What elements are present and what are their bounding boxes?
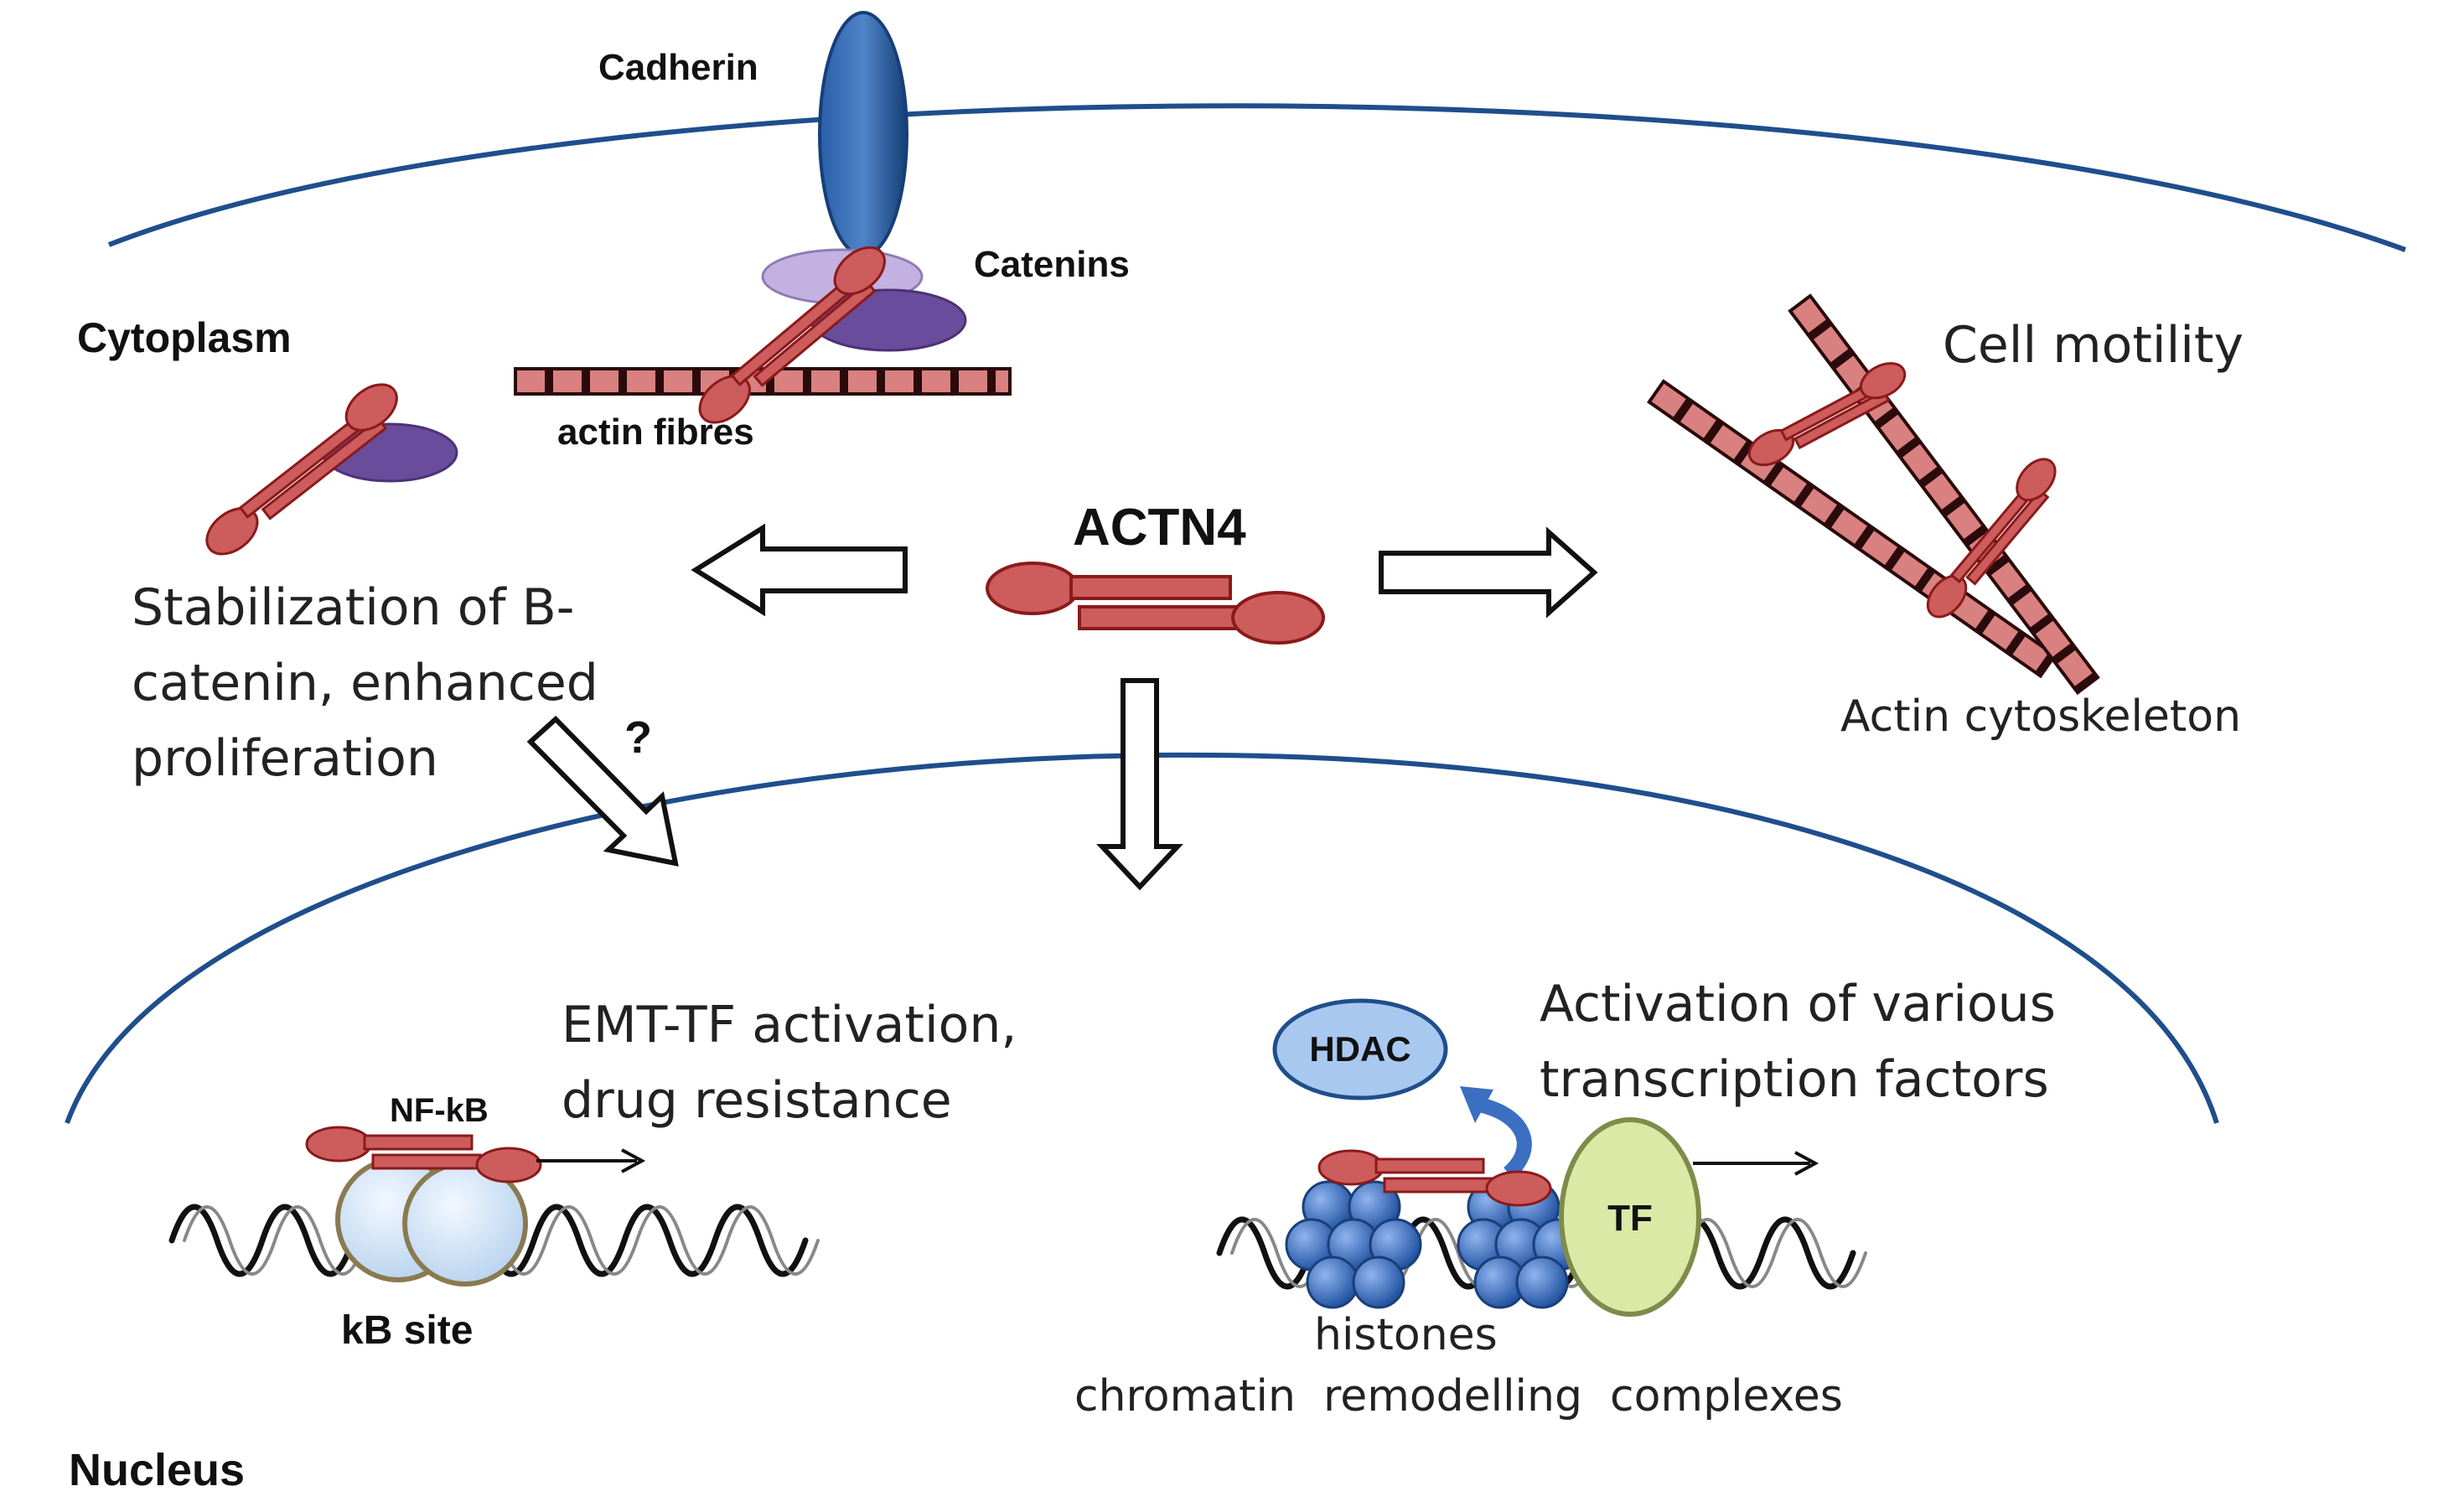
tf-label: TF <box>1607 1198 1653 1239</box>
actin-cytoskeleton-graphic <box>1647 293 2100 696</box>
actn4-title: ACTN4 <box>1073 499 1246 557</box>
nfkb-transcription-arrow <box>536 1148 646 1173</box>
activation-line-1: Activation of various <box>1540 975 2056 1033</box>
actn4-center <box>986 562 1325 645</box>
actn4-histone <box>1317 1149 1552 1207</box>
cadherin-label: Cadherin <box>598 47 758 88</box>
cadherin-shape <box>818 11 908 257</box>
cytoplasm-label: Cytoplasm <box>77 314 292 361</box>
arrow-down <box>1096 678 1183 891</box>
arrow-right <box>1379 526 1598 619</box>
question-mark: ? <box>624 712 652 763</box>
histone-cluster-1 <box>1285 1180 1422 1309</box>
arrow-diagonal <box>526 715 679 867</box>
actn4-nfkb <box>305 1126 542 1183</box>
hdac-arrowhead <box>1460 1086 1493 1123</box>
stabilization-text: Stabilization of B- catenin, enhanced pr… <box>132 578 614 788</box>
actn4-catenin-bound <box>698 246 886 424</box>
hdac-label: HDAC <box>1309 1029 1410 1069</box>
emt-line-2: drug resistance <box>562 1071 952 1130</box>
catenins-label: Catenins <box>974 244 1130 285</box>
activation-text: Activation of various transcription fact… <box>1540 975 2072 1109</box>
tf-shape <box>1559 1117 1701 1317</box>
stabilization-line-1: Stabilization of B- <box>132 578 574 637</box>
cell-membrane <box>107 103 2407 252</box>
tf-transcription-arrow <box>1693 1151 1819 1176</box>
emt-line-1: EMT-TF activation, <box>562 996 1017 1054</box>
kb-site-label: kB site <box>341 1308 473 1353</box>
histones-label: histones <box>1314 1310 1498 1360</box>
stabilization-line-2: catenin, enhanced <box>132 654 598 712</box>
chromatin-label: chromatin remodelling complexes <box>1074 1371 1843 1421</box>
emt-text: EMT-TF activation, drug resistance <box>562 996 1033 1130</box>
arrow-left <box>691 523 908 617</box>
cell-motility-label: Cell motility <box>1943 316 2244 375</box>
nucleus-label: Nucleus <box>69 1445 245 1495</box>
activation-line-2: transcription factors <box>1540 1050 2049 1109</box>
nfkb-label: NF-kB <box>390 1092 489 1129</box>
actin-cytoskeleton-label: Actin cytoskeleton <box>1840 691 2241 742</box>
stabilization-line-3: proliferation <box>132 729 438 788</box>
actn4-cytoplasm <box>205 383 398 556</box>
hdac-curved-arrow <box>1477 1097 1532 1179</box>
hdac-shape <box>1272 998 1448 1100</box>
